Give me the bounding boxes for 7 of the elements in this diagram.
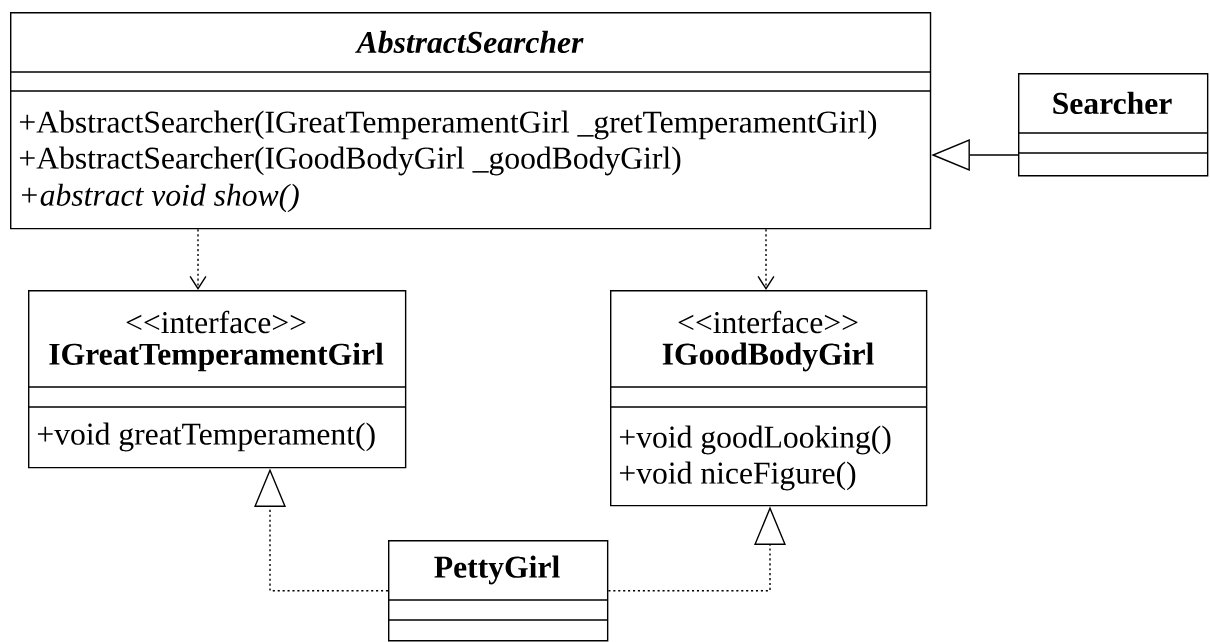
arrow xyxy=(757,228,775,290)
class-box: AbstractSearcher +AbstractSearcher(IGreatTemperamentGirl _gretTemperamentGirl) +AbstractSearcher(IGoodBodyGirl _goodBodyGirl) +abstract void show() xyxy=(9,12,932,230)
class-box: Searcher xyxy=(1017,73,1209,177)
arrow xyxy=(189,228,207,290)
class-box: PettyGirl xyxy=(387,540,609,642)
class-box: <<interface>> IGreatTemperamentGirl +void greatTemperament() xyxy=(27,290,407,469)
class-box: <<interface>> IGoodBodyGirl +void goodLooking() +void niceFigure() xyxy=(609,290,928,507)
